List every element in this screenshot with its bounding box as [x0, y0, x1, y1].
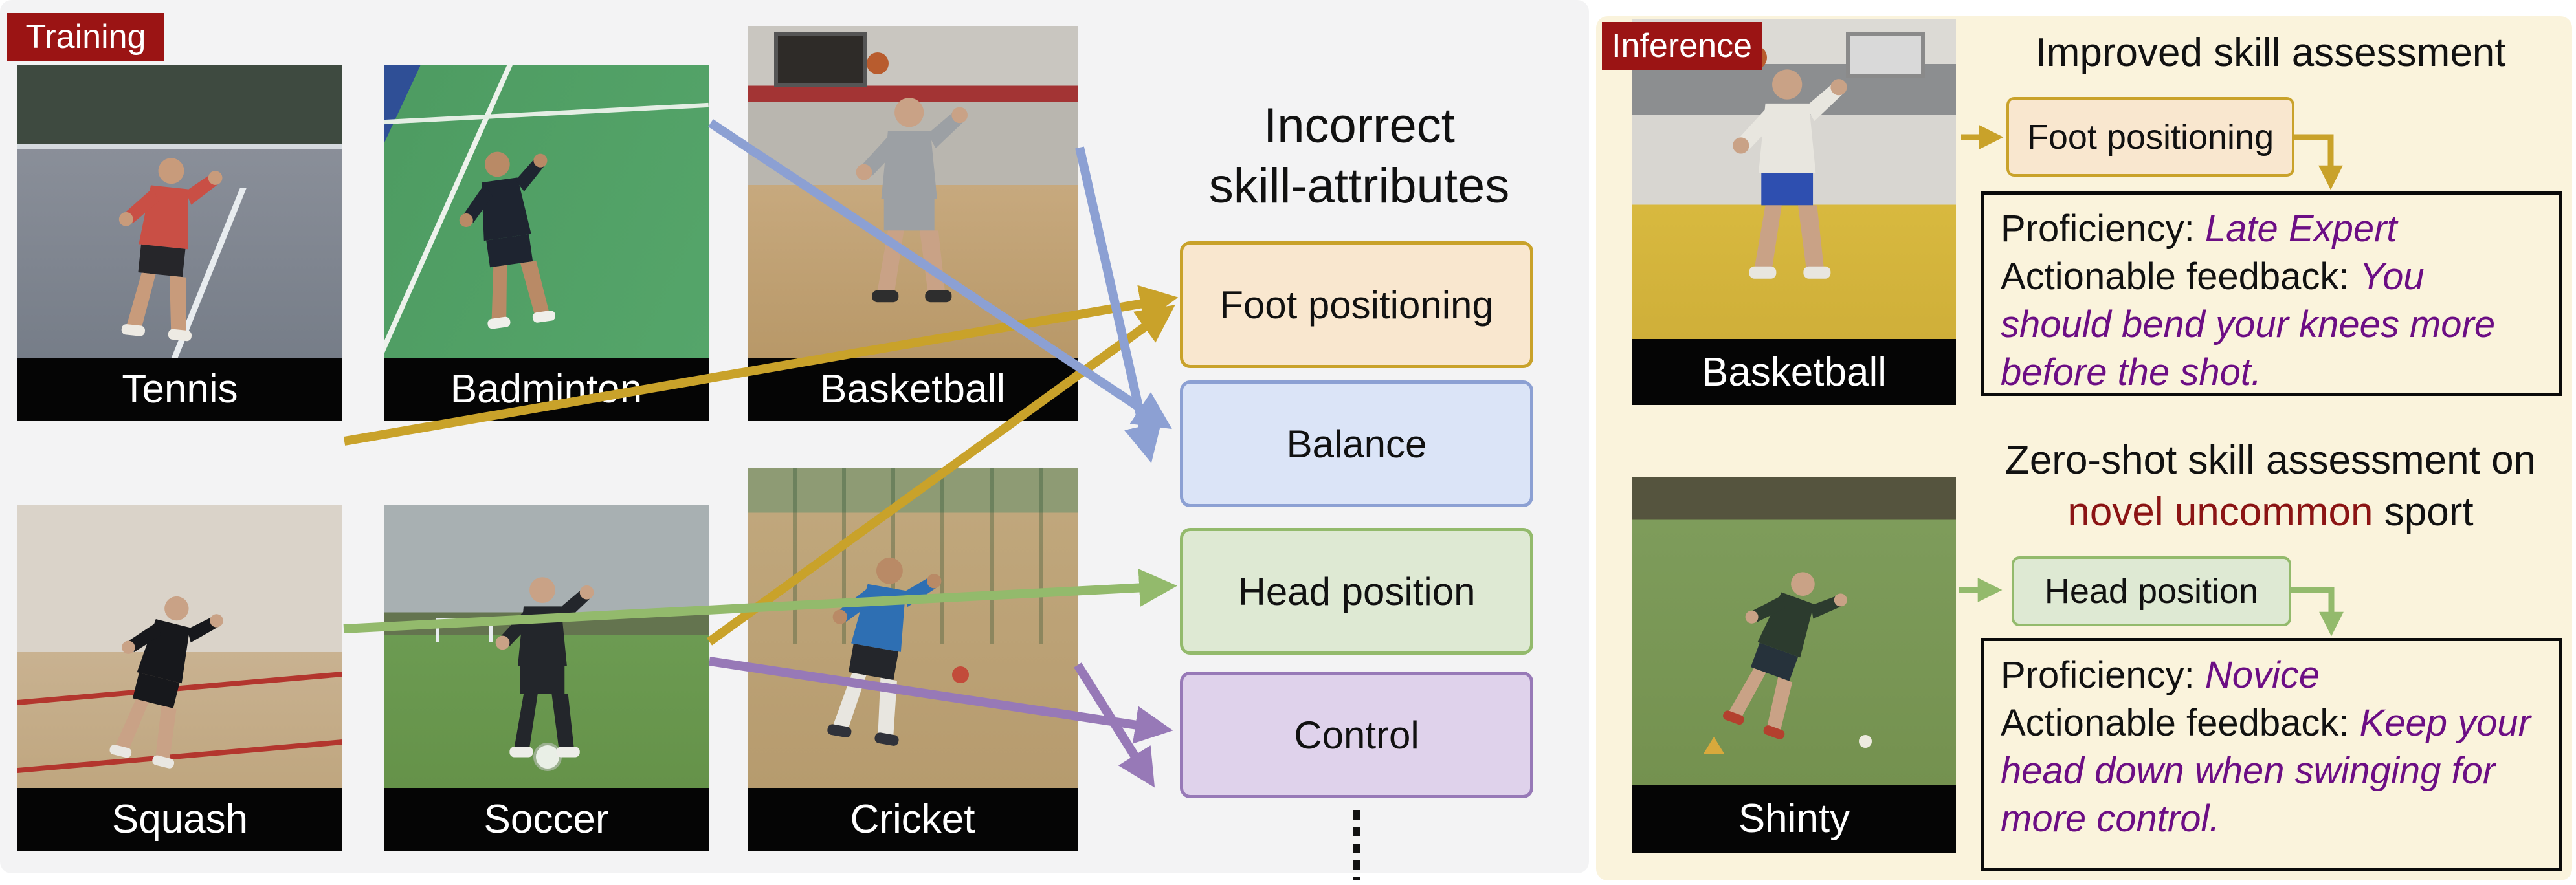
title-line-2: skill-attributes — [1208, 158, 1510, 213]
video-label-badminton: Badminton — [384, 358, 709, 421]
incorrect-skill-attributes-title: Incorrect skill-attributes — [1139, 96, 1579, 216]
feedback-label: Actionable feedback: — [2001, 702, 2349, 744]
soccer-player-figure — [495, 577, 594, 758]
title-line-1: Incorrect — [1263, 98, 1455, 153]
cricket-video-thumbnail — [748, 468, 1078, 788]
video-label-tennis: Tennis — [17, 358, 342, 421]
tennis-video-thumbnail — [17, 65, 342, 358]
novel-uncommon-highlight: novel uncommon — [2067, 490, 2373, 534]
improved-assessment-title: Improved skill assessment — [2035, 30, 2506, 75]
video-label-soccer: Soccer — [384, 788, 709, 851]
video-label-basketball: Basketball — [748, 358, 1078, 421]
attribute-box-head-position: Head position — [1180, 528, 1533, 655]
squash-player-figure — [95, 586, 227, 773]
proficiency-value: Novice — [2204, 654, 2320, 696]
squash-video-thumbnail — [17, 505, 342, 788]
feedback-value: Keep your head down when swinging for mo… — [2001, 702, 2531, 840]
basketball-player-figure — [856, 97, 968, 302]
badminton-player-figure — [450, 144, 570, 332]
feedback-box-zero-shot: Proficiency: Novice Actionable feedback:… — [1981, 638, 2562, 871]
badminton-video-thumbnail — [384, 65, 709, 358]
feedback-box-improved: Proficiency: Late Expert Actionable feed… — [1981, 191, 2562, 396]
inference-basketball-player-figure — [1733, 69, 1847, 279]
shinty-player-figure — [1709, 558, 1852, 745]
attribute-box-balance: Balance — [1180, 380, 1533, 507]
inference-basketball-thumbnail — [1632, 19, 1956, 339]
cricket-player-figure — [812, 549, 944, 749]
shinty-video-thumbnail — [1632, 477, 1956, 785]
attribute-box-foot-positioning: Foot positioning — [1180, 241, 1533, 368]
more-attributes-ellipsis — [1353, 810, 1360, 880]
video-label-shinty: Shinty — [1632, 785, 1956, 853]
zero-shot-title-line-1: Zero-shot skill assessment on — [2004, 438, 2537, 483]
inference-badge: Inference — [1602, 22, 1762, 70]
tennis-player-figure — [106, 153, 224, 344]
training-badge: Training — [7, 13, 164, 61]
sport-suffix: sport — [2384, 490, 2474, 534]
soccer-video-thumbnail — [384, 505, 709, 788]
video-label-squash: Squash — [17, 788, 342, 851]
video-label-cricket: Cricket — [748, 788, 1078, 851]
inference-attribute-foot-positioning: Foot positioning — [2006, 97, 2294, 177]
proficiency-label: Proficiency: — [2001, 654, 2195, 696]
proficiency-value: Late Expert — [2204, 208, 2397, 250]
zero-shot-assessment-title: Zero-shot skill assessment on novel unco… — [1974, 435, 2567, 538]
feedback-value: You should bend your knees more before t… — [2001, 256, 2496, 393]
feedback-label: Actionable feedback: — [2001, 256, 2349, 298]
zero-shot-title-line-2: novel uncommon sport — [1974, 486, 2567, 538]
proficiency-label: Proficiency: — [2001, 208, 2195, 250]
inference-attribute-head-position: Head position — [2012, 556, 2291, 626]
video-label-inference-basketball: Basketball — [1632, 339, 1956, 405]
attribute-box-control: Control — [1180, 672, 1533, 798]
basketball-video-thumbnail — [748, 26, 1078, 358]
